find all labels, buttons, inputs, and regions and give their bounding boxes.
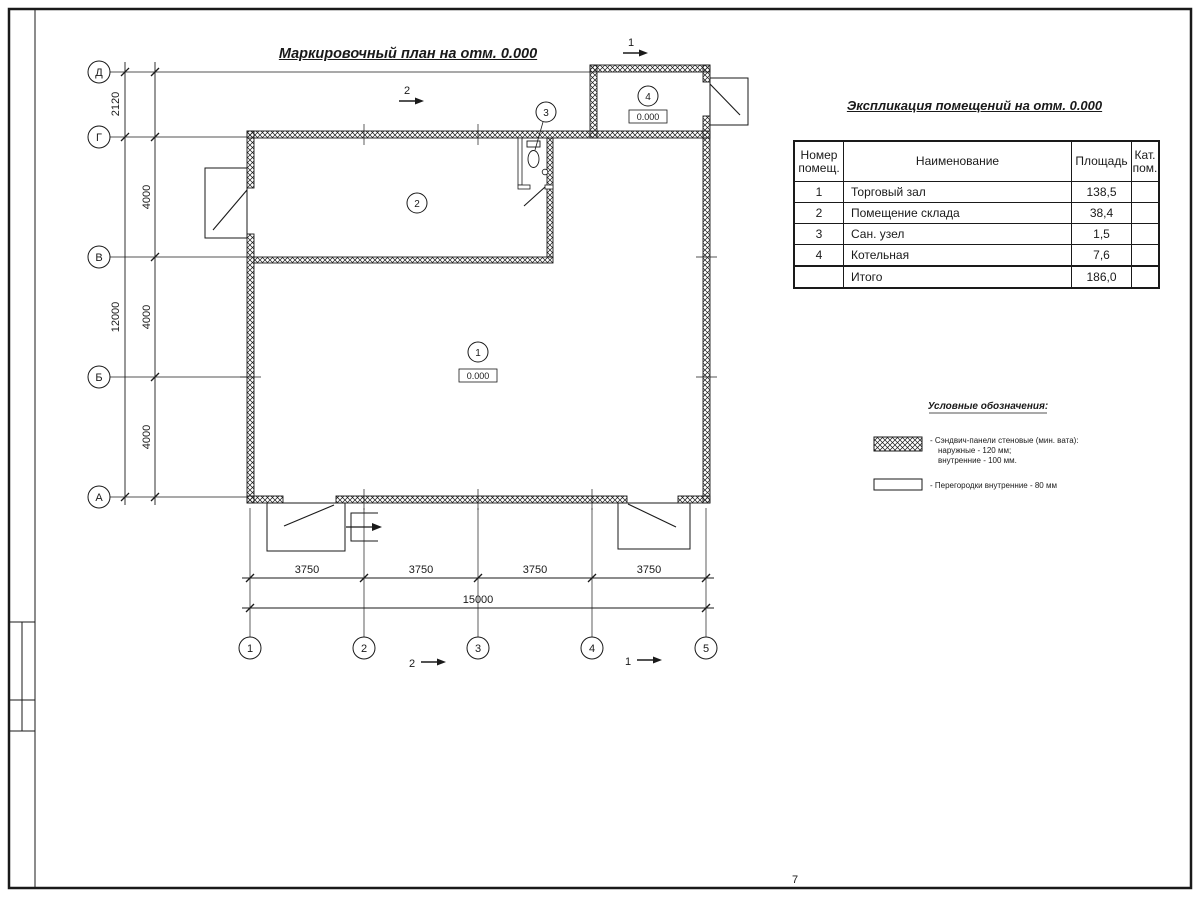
exterior-walls — [246, 64, 711, 504]
dim-label: 3750 — [523, 564, 547, 576]
axis-bubbles-bottom — [238, 636, 718, 660]
dim-label: 3750 — [409, 564, 433, 576]
legend-partition-symbol — [873, 478, 923, 491]
header-line: помещ. — [798, 160, 840, 175]
cell-room-number: 2 — [795, 203, 843, 224]
entrance-arrow — [346, 512, 382, 542]
axis-label: Б — [95, 372, 102, 384]
dim-label: 4000 — [141, 305, 153, 329]
section-number: 1 — [625, 656, 631, 668]
section-number: 1 — [628, 37, 634, 49]
section-number: 2 — [404, 85, 410, 97]
cell-area: 38,4 — [1071, 203, 1131, 224]
room3-leader — [534, 121, 544, 151]
axis-label: В — [95, 252, 102, 264]
room-number: 1 — [475, 348, 481, 359]
header-line: Номер — [800, 147, 838, 162]
dim-label: 3750 — [637, 564, 661, 576]
axis-label: Г — [96, 132, 102, 144]
cell-room-number: 4 — [795, 245, 843, 266]
plan-title: Маркировочный план на отм. 0.000 — [278, 46, 538, 62]
legend-item-text: внутренние - 100 мм. — [938, 456, 1017, 465]
dim-label: 2120 — [110, 92, 122, 116]
axis-label: 2 — [361, 643, 367, 655]
dim-label: 15000 — [463, 594, 494, 606]
axis-lines — [110, 71, 707, 637]
header-line: пом. — [1132, 160, 1158, 175]
room-number: 3 — [543, 108, 549, 119]
schedule-title: Экспликация помещений на отм. 0.000 — [846, 98, 1103, 113]
axis-label: 5 — [703, 643, 709, 655]
header-room-name: Наименование — [843, 142, 1071, 182]
elevation-label: 0.000 — [637, 112, 660, 122]
table-row: 4 Котельная 7,6 — [795, 245, 1158, 266]
sheet-frame — [7, 7, 1193, 890]
dim-label: 3750 — [295, 564, 319, 576]
dim-label: 4000 — [141, 425, 153, 449]
cell-area: 7,6 — [1071, 245, 1131, 266]
legend-item-text: наружные - 120 мм; — [938, 446, 1011, 455]
axis-label: А — [95, 492, 103, 504]
axis-label: 4 — [589, 643, 595, 655]
axis-bubbles-left — [87, 60, 111, 509]
cell-category — [1131, 182, 1158, 203]
cell-room-name: Итого — [843, 266, 1071, 287]
cell-area: 138,5 — [1071, 182, 1131, 203]
header-category: Кат.пом. — [1131, 142, 1158, 182]
cell-room-number: 3 — [795, 224, 843, 245]
cell-category — [1131, 224, 1158, 245]
cell-room-number — [795, 266, 843, 287]
header-area: Площадь — [1071, 142, 1131, 182]
entrance-porches — [204, 77, 749, 552]
dim-label: 12000 — [110, 302, 122, 333]
room-number: 4 — [645, 92, 651, 103]
cell-room-number: 1 — [795, 182, 843, 203]
elevation-label: 0.000 — [467, 371, 490, 381]
cell-area: 1,5 — [1071, 224, 1131, 245]
cell-category — [1131, 245, 1158, 266]
table-row: 3 Сан. узел 1,5 — [795, 224, 1158, 245]
cell-category — [1131, 203, 1158, 224]
section-number: 2 — [409, 658, 415, 670]
section-marks — [399, 49, 662, 666]
cell-room-name: Помещение склада — [843, 203, 1071, 224]
table-row-total: Итого 186,0 — [795, 266, 1158, 287]
legend-item-text: - Сэндвич-панели стеновые (мин. вата): — [930, 436, 1079, 445]
legend-sandwich-panel-symbol — [873, 436, 923, 452]
door-leaves — [212, 83, 741, 528]
axis-label: 1 — [247, 643, 253, 655]
toilet-icon — [526, 140, 549, 176]
cell-area: 186,0 — [1071, 266, 1131, 287]
dim-label: 4000 — [141, 185, 153, 209]
cell-room-name: Котельная — [843, 245, 1071, 266]
room-tags — [406, 85, 668, 383]
legend-title: Условные обозначения: — [928, 400, 1048, 412]
wall-axis-ticks — [240, 124, 717, 510]
table-row: 1 Торговый зал 138,5 — [795, 182, 1158, 203]
legend-item-text: - Перегородки внутренние - 80 мм — [930, 481, 1057, 490]
cell-room-name: Сан. узел — [843, 224, 1071, 245]
axis-label: 3 — [475, 643, 481, 655]
page-number: 7 — [792, 874, 799, 886]
table-row: 2 Помещение склада 38,4 — [795, 203, 1158, 224]
room-number: 2 — [414, 199, 420, 210]
cell-room-name: Торговый зал — [843, 182, 1071, 203]
axis-label: Д — [95, 67, 103, 79]
header-line: Кат. — [1134, 147, 1156, 162]
dimension-lines — [124, 62, 714, 609]
cell-category — [1131, 266, 1158, 287]
dimension-ticks — [120, 67, 711, 613]
